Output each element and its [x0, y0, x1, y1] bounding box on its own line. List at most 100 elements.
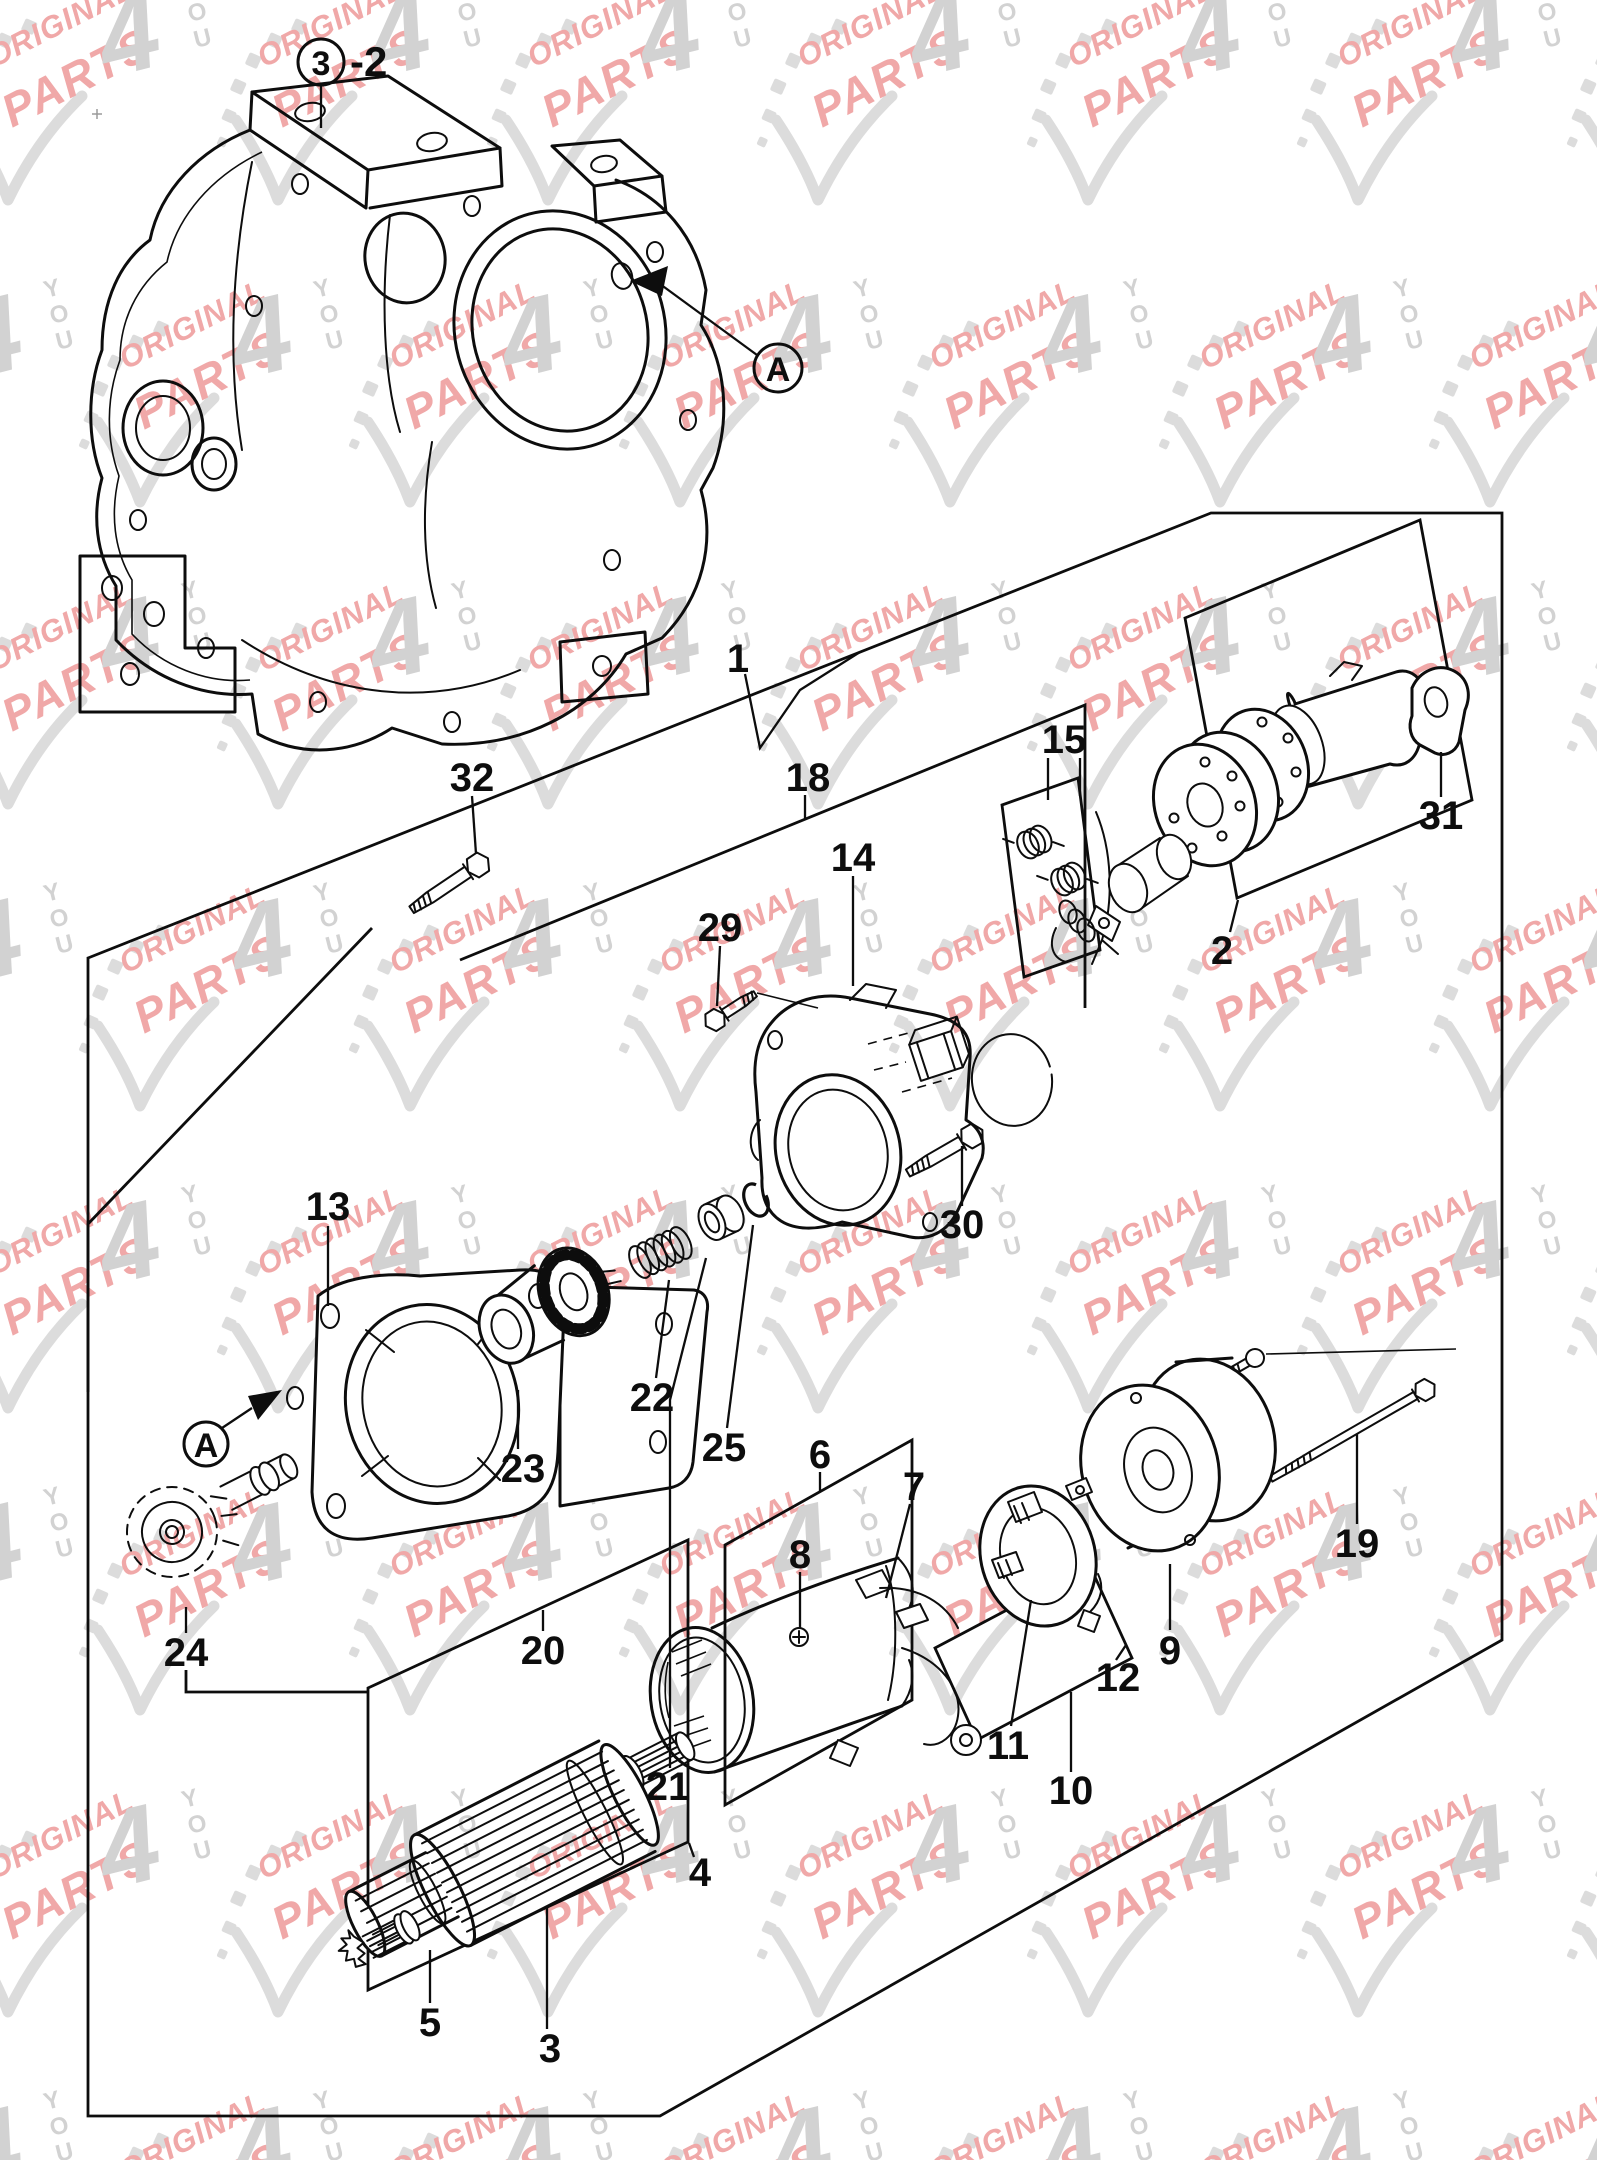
- svg-text:U: U: [731, 627, 754, 657]
- callout-label-11: 11: [987, 1724, 1029, 1768]
- svg-text:U: U: [1271, 23, 1294, 53]
- svg-text:Y: Y: [1391, 2086, 1413, 2116]
- svg-text:Y: Y: [311, 2086, 333, 2116]
- callout-label-21: 21: [646, 1765, 691, 1809]
- yoke-screw-8: [789, 1627, 809, 1647]
- svg-text:U: U: [1271, 1835, 1294, 1865]
- figure-ref-number: 3: [312, 45, 331, 83]
- callout-label-10: 10: [1049, 1769, 1094, 1813]
- assembly-box-1: [86, 511, 1504, 2118]
- svg-text:Y: Y: [581, 274, 603, 304]
- callout-label-25: 25: [702, 1426, 747, 1470]
- svg-text:Y: Y: [851, 2086, 873, 2116]
- svg-text:Y: Y: [581, 878, 603, 908]
- assembly-box-18: [86, 702, 1087, 1392]
- svg-text:Y: Y: [41, 274, 63, 304]
- svg-text:Y: Y: [179, 1180, 201, 1210]
- callout-label-9: 9: [1159, 1629, 1181, 1673]
- svg-text:Y: Y: [989, 576, 1011, 606]
- svg-text:4: 4: [754, 2082, 844, 2160]
- brush-springs-15-drawing: [1002, 811, 1119, 965]
- svg-text:Y: Y: [1529, 1784, 1551, 1814]
- brush-holder-11-drawing: [978, 1477, 1103, 1633]
- svg-text:U: U: [1001, 627, 1024, 657]
- svg-text:U: U: [191, 1231, 214, 1261]
- callout-label-2: 2: [1211, 929, 1233, 973]
- svg-text:Y: Y: [41, 1482, 63, 1512]
- svg-text:U: U: [731, 23, 754, 53]
- bolt-32: [408, 851, 491, 915]
- svg-text:U: U: [53, 325, 76, 355]
- assembly-box-15: [1000, 776, 1102, 979]
- rear-cover-9-drawing: [1079, 1356, 1277, 1553]
- armature-3-drawing: [337, 1731, 696, 1968]
- callout-label-24: 24: [164, 1631, 209, 1675]
- svg-text:U: U: [323, 929, 346, 959]
- terminal-cap-31: [1408, 666, 1470, 757]
- svg-text:Y: Y: [311, 878, 333, 908]
- svg-text:U: U: [593, 929, 616, 959]
- solenoid-drawing: [1050, 661, 1470, 963]
- svg-text:Y: Y: [989, 1180, 1011, 1210]
- svg-text:U: U: [1133, 929, 1156, 959]
- svg-text:Y: Y: [851, 878, 873, 908]
- svg-text:Y: Y: [179, 576, 201, 606]
- svg-text:U: U: [1001, 1231, 1024, 1261]
- callout-label-31: 31: [1419, 794, 1464, 838]
- svg-text:U: U: [593, 2137, 616, 2160]
- snap-ring-25-drawing: [742, 1182, 770, 1218]
- callout-label-15: 15: [1042, 718, 1087, 762]
- callout-label-13: 13: [306, 1185, 351, 1229]
- assembly-box-4: [366, 1537, 690, 1993]
- figure-ref-suffix: -2: [350, 38, 387, 85]
- gear-case-14-drawing: [749, 983, 1054, 1240]
- svg-text:U: U: [323, 2137, 346, 2160]
- svg-text:U: U: [323, 1533, 346, 1563]
- svg-text:Y: Y: [851, 1482, 873, 1512]
- svg-text:U: U: [1541, 1231, 1564, 1261]
- callout-label-1: 1: [727, 637, 749, 681]
- svg-text:Y: Y: [449, 576, 471, 606]
- pinion-gear-24-drawing: [126, 1453, 299, 1578]
- assembly-boxes: [86, 511, 1504, 2118]
- callout-label-19: 19: [1335, 1522, 1380, 1566]
- solenoid-plunger: [1087, 833, 1193, 942]
- through-bolt-19: [1268, 1377, 1436, 1483]
- brush-screw-19: [1226, 1348, 1457, 1376]
- svg-text:Y: Y: [719, 576, 741, 606]
- svg-text:Y: Y: [1259, 1180, 1281, 1210]
- callout-label-7: 7: [903, 1465, 925, 1509]
- svg-text:U: U: [1403, 2137, 1426, 2160]
- callout-label-32: 32: [450, 756, 495, 800]
- callout-label-18: 18: [786, 756, 831, 800]
- callout-label-14: 14: [831, 836, 876, 880]
- svg-text:U: U: [1541, 23, 1564, 53]
- svg-text:4: 4: [1294, 2082, 1384, 2160]
- stop-collar-21-drawing: [697, 1194, 745, 1241]
